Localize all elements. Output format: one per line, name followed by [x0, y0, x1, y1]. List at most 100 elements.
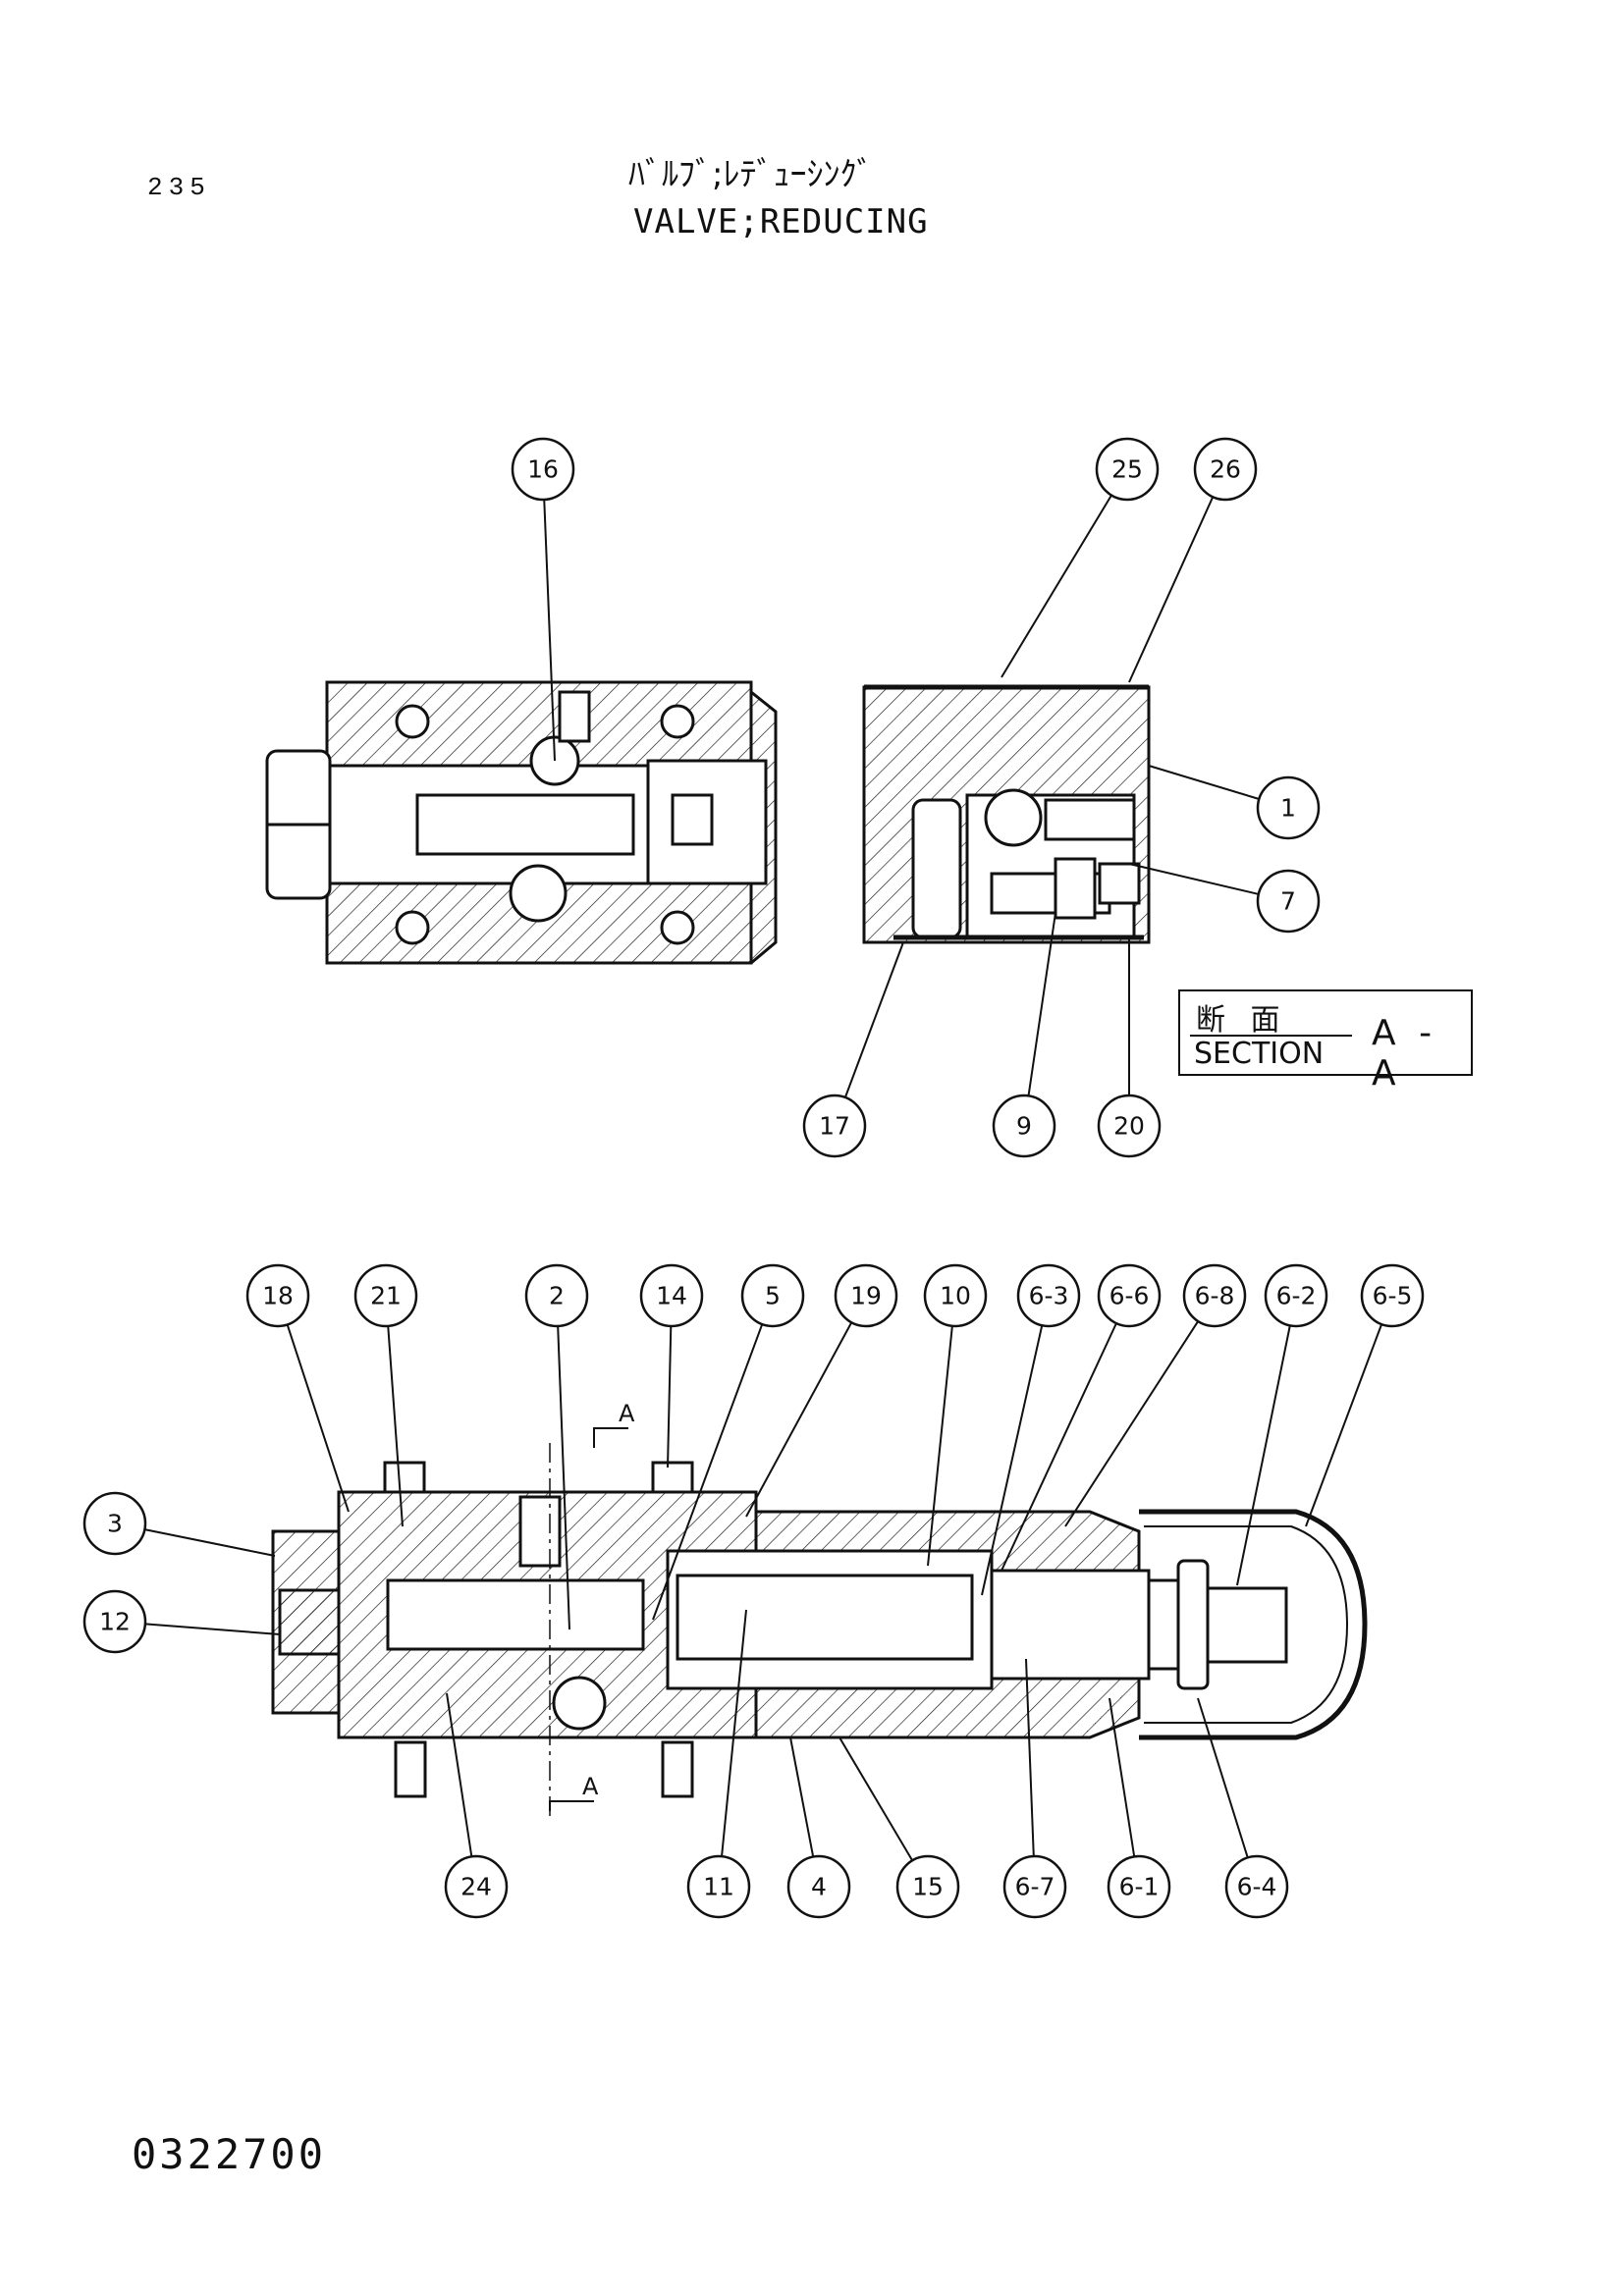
callout-leader — [843, 941, 904, 1098]
callout-balloon — [786, 1854, 851, 1919]
adjuster-body — [990, 1569, 1151, 1681]
port-hole — [395, 910, 430, 945]
callout-leader — [1148, 765, 1260, 800]
callout-leader — [1109, 1697, 1136, 1857]
port-hole — [660, 704, 695, 739]
callout-balloon — [1182, 1263, 1247, 1328]
dome-cap — [1139, 1509, 1368, 1740]
passage-ball — [552, 1676, 607, 1731]
ball — [984, 788, 1043, 847]
callout-number: 6-4 — [1237, 1873, 1277, 1901]
callout-balloon — [1002, 1854, 1067, 1919]
callout-number: 15 — [912, 1873, 944, 1901]
pocket-left — [911, 798, 962, 939]
callout-balloon — [1097, 1263, 1162, 1328]
callout-number: 5 — [765, 1282, 781, 1310]
adjust-screw — [1206, 1586, 1288, 1664]
callout-number: 1 — [1280, 794, 1296, 823]
callout-leader — [1197, 1697, 1249, 1858]
callout-number: 6-1 — [1119, 1873, 1160, 1901]
callout-leader — [721, 1609, 747, 1857]
callout-balloon — [511, 437, 575, 502]
callout-balloon — [444, 1854, 509, 1919]
locknut — [1176, 1559, 1210, 1690]
section-cut-label-top: A — [619, 1400, 635, 1427]
title-japanese: ﾊﾞﾙﾌﾞ;ﾚﾃﾞｭｰｼﾝｸﾞ — [628, 155, 874, 194]
callout-number: 19 — [850, 1282, 882, 1310]
callout-number: 4 — [811, 1873, 827, 1901]
pin — [394, 1740, 427, 1798]
callout-leader — [1128, 496, 1215, 683]
callout-leader — [1001, 495, 1112, 678]
top-left-body-view — [265, 680, 778, 965]
callout-balloon — [1264, 1263, 1328, 1328]
drawing-number: 0322700 — [132, 2130, 327, 2178]
section-label-box: 断 面 SECTION A - A — [1178, 989, 1473, 1094]
callout-number: 9 — [1016, 1112, 1032, 1141]
callout-number: 25 — [1111, 455, 1143, 484]
callout-balloon — [1016, 1263, 1081, 1328]
callout-number: 12 — [99, 1608, 131, 1636]
callout-number: 6-3 — [1029, 1282, 1069, 1310]
section-cut-label-bottom: A — [582, 1773, 599, 1800]
callout-balloon — [1095, 437, 1160, 502]
section-label-rule — [1190, 1035, 1352, 1037]
title-english: VALVE;REDUCING — [633, 202, 929, 241]
callout-number: 2 — [549, 1282, 565, 1310]
callout-number: 6-7 — [1015, 1873, 1055, 1901]
callout-number: 18 — [262, 1282, 294, 1310]
callout-number: 14 — [656, 1282, 687, 1310]
callout-balloon — [1256, 775, 1321, 840]
port-hole — [395, 704, 430, 739]
callout-balloon — [245, 1263, 310, 1328]
callout-balloon — [82, 1491, 147, 1556]
callout-number: 17 — [819, 1112, 850, 1141]
callout-leader — [286, 1324, 350, 1513]
plug-12 — [278, 1588, 341, 1656]
callout-number: 11 — [703, 1873, 734, 1901]
callout-number: 6-8 — [1195, 1282, 1235, 1310]
callout-number: 26 — [1210, 455, 1241, 484]
callout-number: 20 — [1113, 1112, 1145, 1141]
callout-balloon — [834, 1263, 898, 1328]
callout-leader — [652, 1323, 764, 1621]
callout-leader — [927, 1325, 953, 1567]
callout-number: 24 — [460, 1873, 492, 1901]
callout-leader — [1027, 912, 1056, 1096]
callout-leader — [144, 1623, 281, 1635]
longitudinal-section — [271, 1443, 1368, 1816]
callout-number: 21 — [370, 1282, 402, 1310]
callout-number: 7 — [1280, 887, 1296, 916]
callout-leader — [981, 1325, 1044, 1596]
section-label-english: SECTION — [1194, 1037, 1325, 1071]
callout-balloon — [1256, 869, 1321, 934]
callout-balloon — [1193, 437, 1258, 502]
callout-leader — [667, 1325, 673, 1468]
callout-balloon — [639, 1263, 704, 1328]
callout-number: 16 — [527, 455, 559, 484]
callout-balloon — [524, 1263, 589, 1328]
spool — [415, 793, 635, 856]
callout-leader — [1001, 1322, 1117, 1572]
bolt-head — [383, 1461, 426, 1494]
section-label-mark: A - A — [1372, 1013, 1438, 1094]
callout-balloon — [992, 1094, 1056, 1158]
callout-leader — [1128, 863, 1260, 895]
callout-leader — [1025, 1658, 1035, 1857]
callout-number: 3 — [107, 1510, 123, 1538]
port-hole — [660, 910, 695, 945]
callout-leader — [1236, 1325, 1291, 1586]
section-label-japanese: 断 面 — [1196, 1003, 1288, 1038]
page-number: 235 — [147, 173, 211, 202]
callout-number: 6-6 — [1109, 1282, 1150, 1310]
callout-balloon — [740, 1263, 805, 1328]
callout-leader — [839, 1736, 914, 1861]
section-aa-view — [862, 684, 1151, 944]
bolt-head — [651, 1461, 694, 1494]
callout-balloon — [1360, 1263, 1425, 1328]
callout-balloon — [1107, 1854, 1171, 1919]
callout-leader — [1064, 1320, 1200, 1527]
pin — [661, 1740, 694, 1798]
